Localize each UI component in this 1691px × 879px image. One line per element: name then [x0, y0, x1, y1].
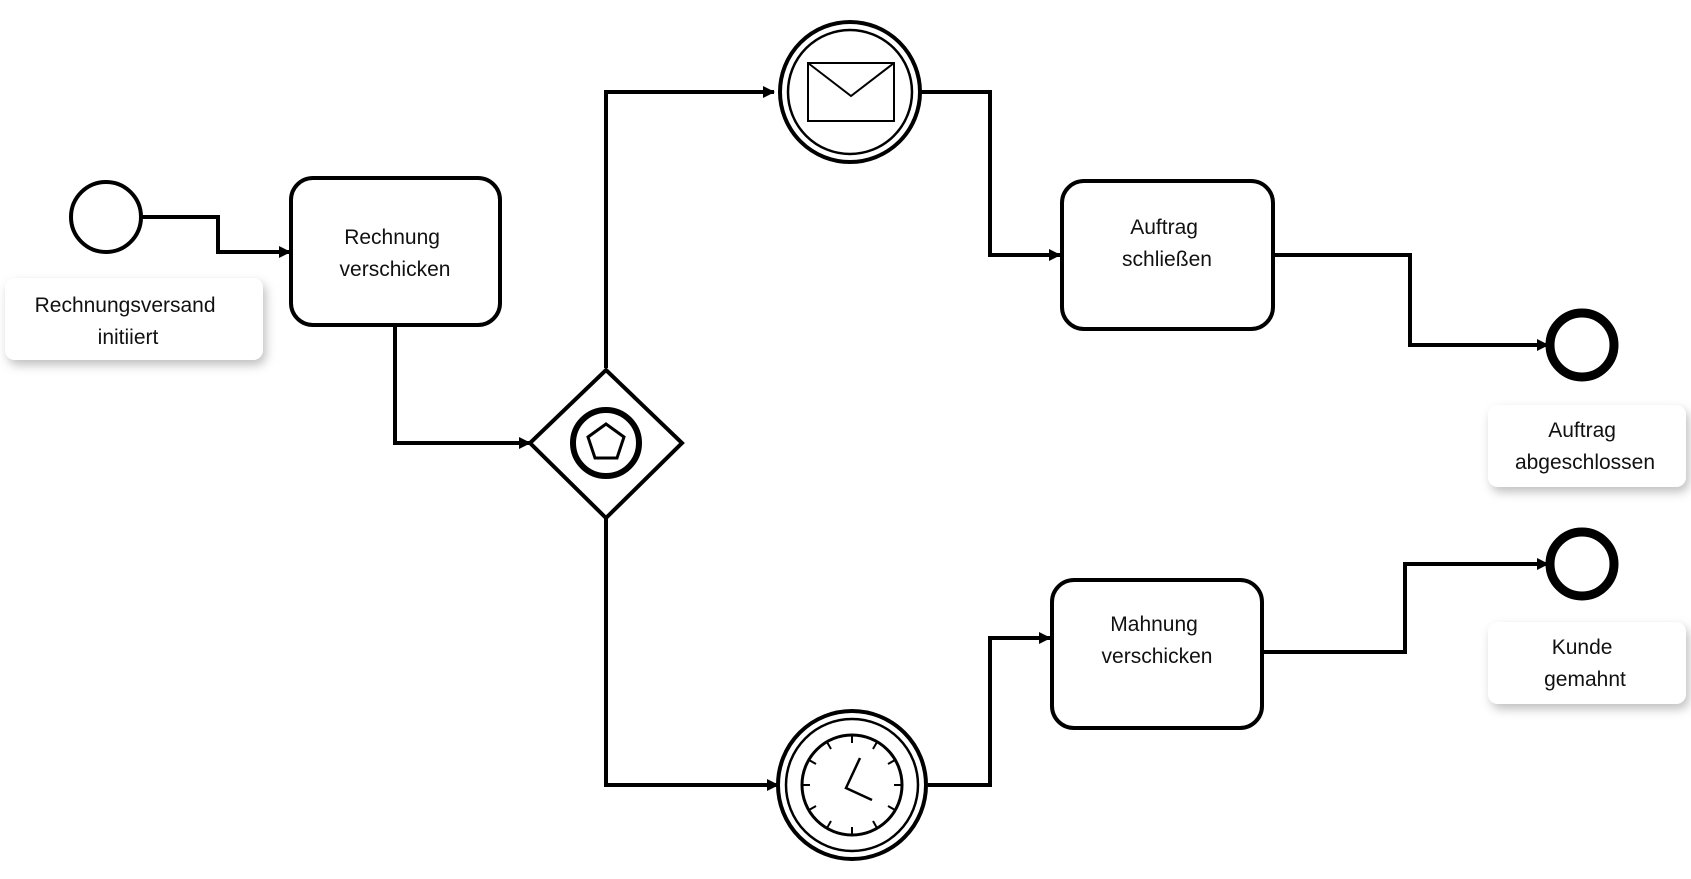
end-reminded-label: Kunde gemahnt [1544, 636, 1626, 691]
task-send-invoice [289, 176, 502, 327]
end-reminded-label-card [1488, 622, 1686, 704]
flow-start-to-invoice [140, 215, 291, 258]
end-event-reminded [1545, 527, 1619, 601]
flow-gateway-to-timer [604, 518, 779, 791]
end-completed-label: Auftrag abgeschlossen [1515, 419, 1655, 474]
flow-reminder-to-end [1262, 558, 1549, 654]
flow-timer-to-reminder [928, 632, 1051, 787]
flow-gateway-to-message [604, 86, 775, 368]
pentagon-icon [586, 422, 626, 460]
task-close-order [1060, 179, 1275, 331]
task-close-order-label: Auftrag schließen [1122, 216, 1212, 271]
timer-catch-event [776, 709, 928, 861]
start-label-card [5, 278, 263, 360]
clock-icon [800, 733, 904, 837]
flow-message-to-close [918, 90, 1061, 261]
sequence-flows [140, 86, 1549, 791]
start-event [69, 180, 143, 254]
start-event-label: Rechnungsversand initiiert [35, 294, 222, 349]
end-event-completed [1545, 308, 1619, 382]
message-catch-event [778, 20, 922, 164]
flow-close-to-end [1272, 253, 1549, 351]
task-send-invoice-label: Rechnung verschicken [340, 226, 451, 281]
event-based-gateway [527, 367, 685, 521]
task-send-reminder-label: Mahnung verschicken [1102, 613, 1213, 668]
end-completed-label-card [1488, 405, 1686, 487]
envelope-icon [807, 62, 895, 122]
flow-invoice-to-gateway [393, 327, 531, 449]
task-send-reminder [1050, 578, 1264, 730]
